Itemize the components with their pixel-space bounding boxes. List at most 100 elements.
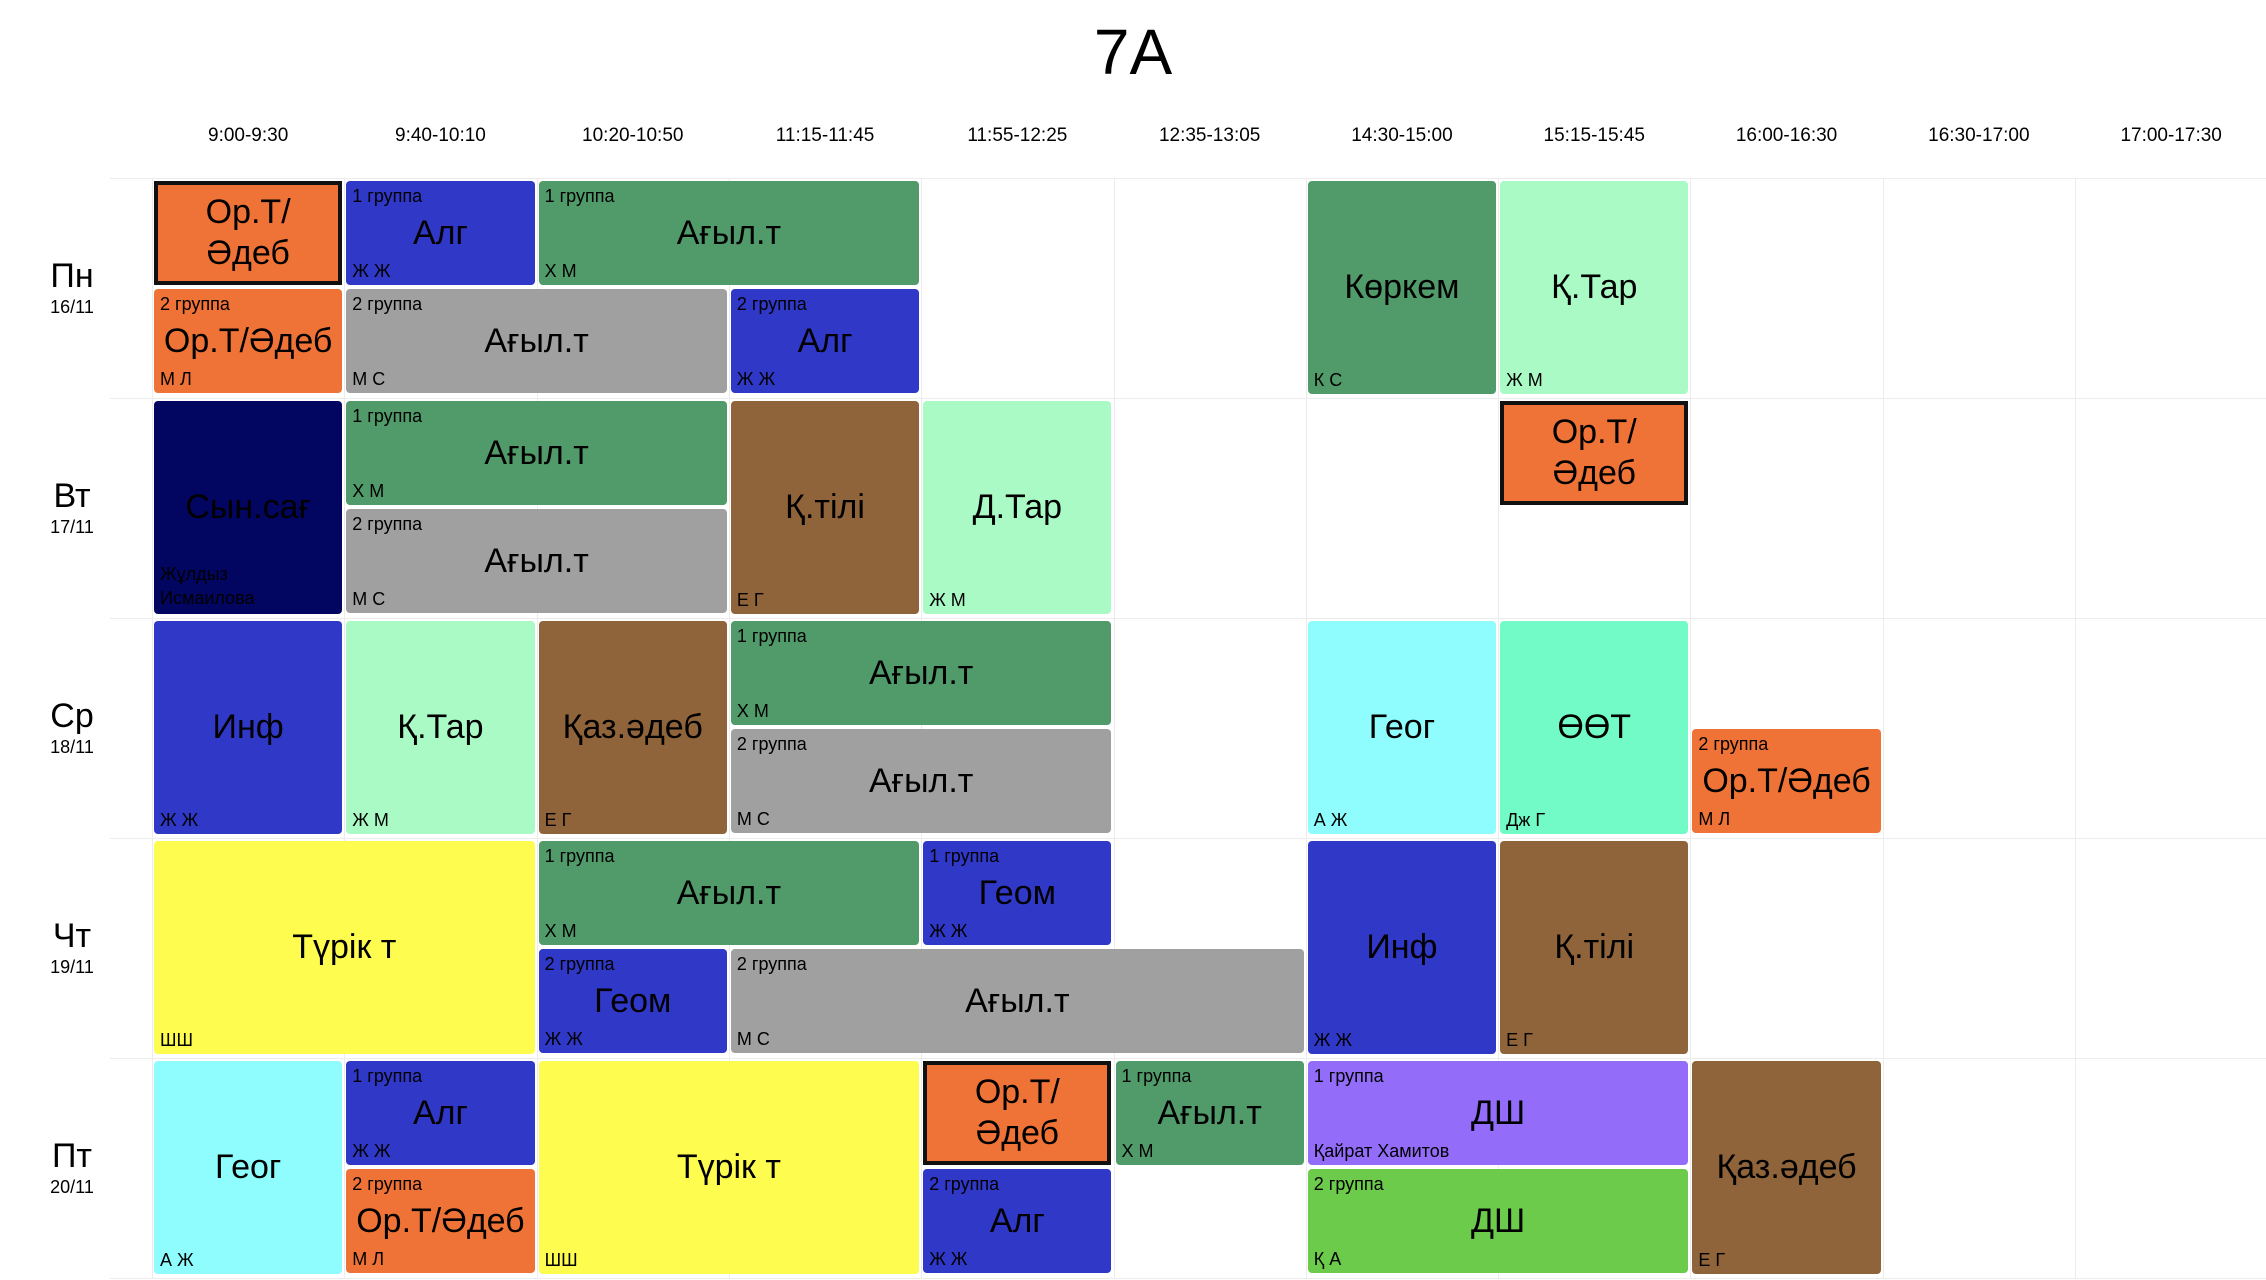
lesson-subject: Инф	[1366, 928, 1438, 966]
lesson-group: 2 группа	[1313, 1174, 1384, 1194]
lesson-teacher: Ж М	[1506, 370, 1543, 390]
lesson-teacher: ШШ	[160, 1030, 193, 1050]
lesson-subject: Геом	[978, 873, 1056, 912]
lesson-cell[interactable]: Ор.Т/ Әдеб	[1500, 401, 1689, 505]
lesson-subject: ДШ	[1471, 1093, 1526, 1132]
grid-line-vertical	[1498, 178, 1500, 1278]
lesson-teacher: Ж Ж	[1313, 1030, 1353, 1050]
grid-line-vertical	[1690, 178, 1692, 1278]
lesson-teacher: Е Г	[736, 590, 764, 610]
lesson-cell[interactable]: Ор.Т/ Әдеб	[154, 181, 343, 285]
time-slot-header: 11:15-11:45	[775, 125, 875, 146]
lesson-teacher: ШШ	[544, 1250, 578, 1270]
lesson-group: 1 группа	[352, 406, 423, 426]
lesson-teacher: Жұлдыз Исмаилова	[160, 564, 255, 608]
day-name: Пт	[51, 1137, 92, 1175]
day-name: Чт	[52, 917, 92, 955]
lesson-subject: Ағыл.т	[484, 541, 589, 580]
lesson-cell[interactable]: Геог А Ж	[1307, 621, 1497, 834]
lesson-group: 1 группа	[544, 186, 615, 206]
lesson-teacher: Е Г	[1698, 1250, 1726, 1270]
lesson-group: 2 группа	[352, 514, 423, 534]
lesson-subject: Ағыл.т	[965, 981, 1070, 1020]
lesson-teacher: М Л	[1698, 809, 1731, 829]
lesson-group: 2 группа	[160, 294, 230, 314]
lesson-subject: Д.Тар	[972, 488, 1063, 526]
lesson-subject: Геом	[594, 981, 672, 1020]
day-date: 17/11	[50, 517, 94, 537]
lesson-group: 1 группа	[1313, 1066, 1384, 1086]
lesson-group: 2 группа	[544, 954, 615, 974]
lesson-teacher: М С	[736, 1029, 770, 1049]
lesson-subject: Ор.Т/ Әдеб	[205, 193, 291, 272]
lesson-teacher: А Ж	[1313, 810, 1348, 830]
time-slot-header: 15:15-15:45	[1543, 125, 1645, 146]
lesson-group: 2 группа	[352, 1174, 423, 1194]
lesson-group: 2 группа	[736, 734, 807, 754]
lesson-teacher: Ж Ж	[544, 1029, 583, 1049]
grid-line-vertical	[1882, 178, 1884, 1278]
day-name: Пн	[50, 257, 94, 295]
lesson-teacher: М Л	[352, 1249, 385, 1269]
lesson-subject: ӨӨТ	[1557, 708, 1632, 746]
lesson-group: 2 группа	[929, 1174, 1000, 1194]
lesson-teacher: М С	[352, 369, 386, 389]
time-slot-header: 9:40-10:10	[395, 125, 486, 146]
lesson-group: 1 группа	[736, 626, 807, 646]
lesson-subject: Сын.сағ	[185, 488, 311, 526]
lesson-cell[interactable]: Инф Ж Ж	[1307, 841, 1497, 1054]
grid-line-horizontal	[110, 838, 2266, 839]
lesson-subject: Алг	[797, 321, 853, 360]
lesson-teacher: Ж Ж	[352, 261, 391, 281]
lesson-subject: Геог	[214, 1148, 282, 1186]
lesson-teacher: Е Г	[544, 810, 572, 830]
grid-line-vertical	[344, 178, 346, 1278]
lesson-cell[interactable]: Геом 2 группа Ж Ж	[538, 949, 727, 1053]
lesson-subject: Қ.Тар	[397, 708, 484, 746]
grid-line-horizontal	[110, 618, 2266, 619]
time-slot-header: 17:00-17:30	[2120, 125, 2222, 146]
lesson-cell[interactable]: Ор.Т/ Әдеб	[923, 1061, 1112, 1165]
grid-line-vertical	[152, 178, 153, 1278]
lesson-teacher: К С	[1313, 370, 1343, 390]
lesson-subject: Инф	[212, 708, 284, 746]
time-slot-header: 10:20-10:50	[582, 125, 684, 146]
lesson-subject: Геог	[1368, 708, 1436, 746]
grid-line-vertical	[536, 178, 538, 1278]
lesson-subject: Ор.Т/Әдеб	[163, 321, 333, 360]
